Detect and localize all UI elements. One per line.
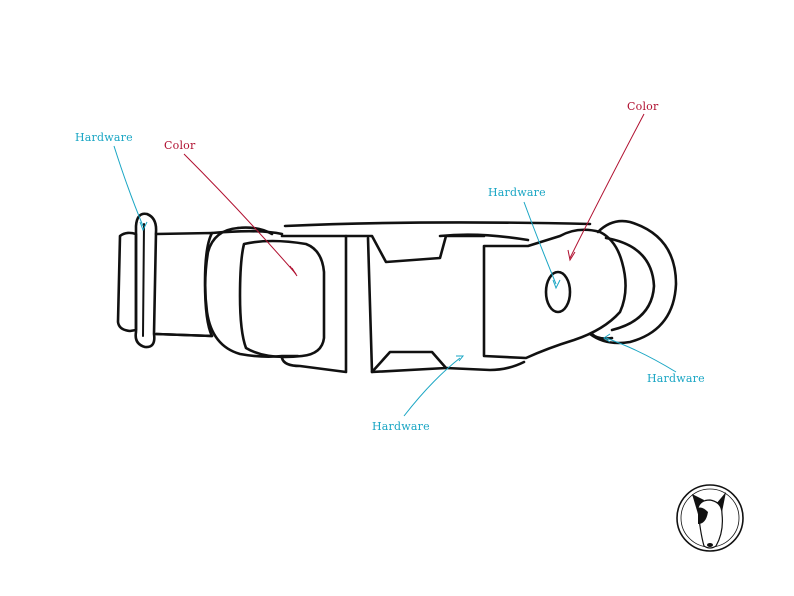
callout-hardware-ring-left: Hardware [75, 131, 133, 144]
buckle-female-outer [203, 226, 300, 358]
callout-hardware-buckle: Hardware [372, 420, 430, 433]
tri-glide-ring [134, 212, 158, 349]
buckle-hole [544, 270, 572, 314]
strap-end-left [116, 231, 138, 333]
d-ring [588, 219, 678, 345]
buckle-male [482, 228, 627, 360]
callout-hardware-d-ring: Hardware [647, 372, 705, 385]
callout-color-strap-left: Color [164, 139, 196, 152]
callout-hardware-buckle-hole: Hardware [488, 186, 546, 199]
buckle-female-panel [238, 239, 326, 359]
callout-color-strap-right: Color [627, 100, 659, 113]
buckle-center [280, 234, 348, 374]
